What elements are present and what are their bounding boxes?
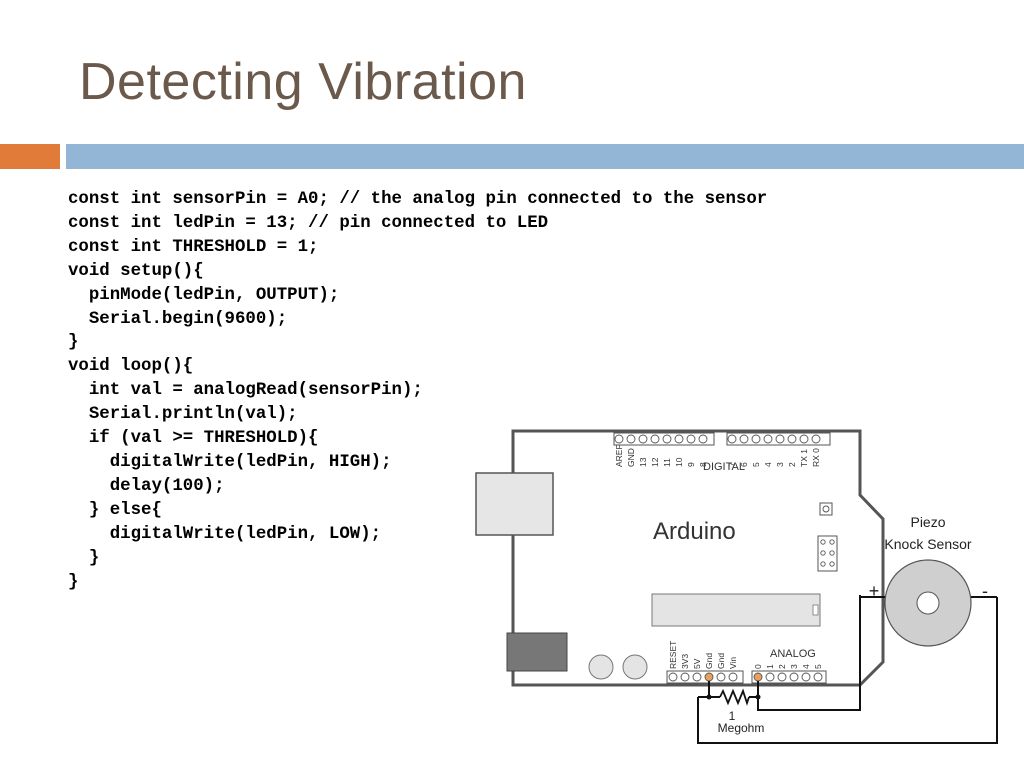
pin-label: 10 [674,457,684,467]
pin-label: Vin [728,657,738,669]
resistor-icon [719,688,750,706]
code-line: Serial.println(val); [68,405,298,425]
power-header [666,670,744,684]
code-line: if (val >= THRESHOLD){ [68,429,319,449]
code-line: const int THRESHOLD = 1; [68,237,319,257]
code-line: Serial.begin(9600); [68,309,288,329]
gnd-pin-highlight [704,672,714,682]
pin-label: 3V3 [680,654,690,669]
sensor-label: Piezo [910,514,945,530]
power-jack [506,632,568,672]
code-line: const int ledPin = 13; // pin connected … [68,213,549,233]
board-label: Arduino [653,518,736,545]
pin-label: TX 1 [799,449,809,467]
capacitor-icon [622,654,648,680]
pin-label: 5 [813,664,823,669]
digital-header [726,432,831,446]
pin-label: 0 [753,664,763,669]
a0-pin-highlight [753,672,763,682]
microcontroller-chip [651,593,821,627]
pin-label: 8 [698,462,708,467]
digital-pin-labels: AREF GND 13 12 11 10 9 8 7 6 5 4 3 2 TX … [614,444,821,467]
slide-title: Detecting Vibration [79,53,527,111]
pin-label: Gnd [716,653,726,669]
circuit-diagram: AREF GND 13 12 11 10 9 8 7 6 5 4 3 2 TX … [475,429,998,744]
code-line: void setup(){ [68,261,204,281]
power-pin-labels: RESET 3V3 5V Gnd Gnd Vin [668,641,738,669]
title-underline-bar [66,144,1024,169]
pin-label: 3 [775,462,785,467]
digital-label: DIGITAL [703,461,745,473]
code-line: int val = analogRead(sensorPin); [68,381,423,401]
pin-label: 2 [777,664,787,669]
title-accent-bar [0,144,60,169]
pin-label: 6 [739,462,749,467]
junction-dot [755,694,761,700]
code-line: digitalWrite(ledPin, HIGH); [68,452,392,472]
code-line: } [68,333,79,353]
pin-label: 3 [789,664,799,669]
pin-label: 2 [787,462,797,467]
resistor-value-label: 1 [729,709,736,723]
junction-dot [706,694,712,700]
pin-label: AREF [614,444,624,467]
digital-header [613,432,715,446]
code-block: const int sensorPin = A0; // the analog … [68,188,767,594]
capacitor-icon [588,654,614,680]
pin-label: 4 [763,462,773,467]
code-line: } else{ [68,500,162,520]
code-line: pinMode(ledPin, OUTPUT); [68,285,340,305]
resistor-unit-label: Megohm [718,721,765,735]
pin-label: 9 [686,462,696,467]
analog-pin-holes [765,672,823,682]
pin-label: 11 [662,458,672,467]
analog-pin-labels: 0 1 2 3 4 5 [753,664,823,669]
piezo-minus-label: - [982,581,988,601]
pin-label: GND [626,448,636,467]
pin-label: RX 0 [811,448,821,467]
code-line: digitalWrite(ledPin, LOW); [68,524,382,544]
code-line: delay(100); [68,476,225,496]
pin-label: 12 [650,457,660,467]
pin-label: 1 [765,664,775,669]
code-line: } [68,548,100,568]
analog-label: ANALOG [770,648,816,660]
pin-label: RESET [668,641,678,669]
code-line: const int sensorPin = A0; // the analog … [68,190,768,209]
piezo-center [916,591,940,615]
piezo-plus-label: + [869,581,880,601]
pin-label: Gnd [704,653,714,669]
power-pin-holes [668,672,738,682]
pin-label: 5 [751,462,761,467]
pin-label: 13 [638,457,648,467]
pin-label: 7 [727,462,737,467]
chip-notch [812,604,819,616]
pin-label: 5V [692,658,702,669]
pin-label: 4 [801,664,811,669]
code-line: } [68,572,79,592]
usb-connector [475,472,554,536]
code-line: void loop(){ [68,357,194,377]
sensor-label: Knock Sensor [884,536,971,552]
analog-header [751,670,827,684]
digital-pin-holes [614,434,821,444]
reset-button-icon [819,502,833,516]
